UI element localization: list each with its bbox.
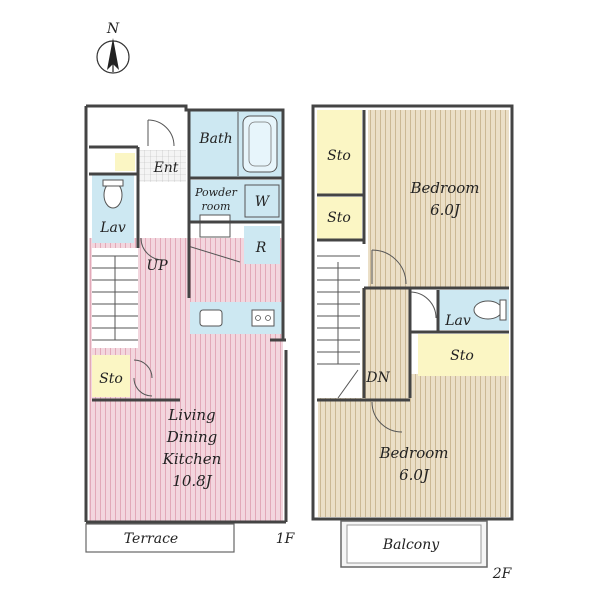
lav-1f-label: Lav — [99, 220, 126, 236]
ldk-label-line2: Dining — [166, 428, 218, 446]
entrance-tile — [138, 150, 186, 182]
first-floor-plan — [84, 104, 288, 553]
sink-icon — [199, 214, 231, 238]
bedroom-1-name-label: Bedroom — [410, 179, 480, 197]
storage-2f-1-label: Sto — [327, 148, 351, 164]
storage-2f-3 — [418, 334, 509, 376]
kitchen-sink-icon — [199, 309, 223, 327]
bathtub-icon — [242, 115, 278, 173]
ldk-label-line1: Living — [167, 406, 215, 424]
doors-2f — [371, 249, 437, 433]
bedroom-2-name-label: Bedroom — [379, 444, 449, 462]
storage-2f-3-label: Sto — [450, 348, 474, 364]
bedroom-1-floor — [368, 110, 509, 288]
walls-1f — [84, 104, 288, 524]
bedroom-2-floor — [318, 398, 509, 517]
stairs-down-label: DN — [365, 370, 390, 386]
stairs-1f — [92, 255, 138, 341]
terrace-label: Terrace — [124, 531, 178, 547]
refrigerator-area — [244, 226, 280, 264]
second-floor-plan — [311, 104, 514, 568]
balcony-label: Balcony — [382, 537, 440, 553]
stove-icon — [251, 309, 275, 327]
terrace-area — [85, 523, 235, 553]
ldk-label-line3: Kitchen — [162, 450, 222, 468]
ldk-size-label: 10.8J — [172, 472, 212, 490]
bedroom-2-size-label: 6.0J — [399, 466, 430, 484]
entrance-label: Ent — [153, 160, 179, 176]
washer-icon — [244, 184, 280, 218]
north-compass-icon — [96, 38, 130, 74]
floor-1f-label: 1F — [276, 531, 296, 547]
refrigerator-label: R — [255, 240, 267, 256]
stairs-2f — [317, 255, 360, 399]
storage-1f-label: Sto — [99, 371, 123, 387]
powder-room-label-line2: room — [202, 200, 231, 213]
walls-2f — [311, 104, 514, 521]
bath-label: Bath — [198, 131, 232, 147]
floor-2f-label: 2F — [492, 566, 513, 582]
bedroom-1-size-label: 6.0J — [430, 201, 461, 219]
doors-1f — [133, 119, 241, 397]
washer-label: W — [255, 194, 271, 210]
storage-2f-1 — [317, 110, 362, 194]
lav-2f-label: Lav — [444, 313, 471, 329]
storage-area — [92, 355, 130, 397]
storage-2f-2-label: Sto — [327, 210, 351, 226]
stairs-up-label: UP — [146, 258, 168, 274]
hall-floor — [362, 288, 410, 398]
compass-label: N — [106, 21, 120, 37]
toilet-2f-icon — [473, 300, 503, 320]
powder-room-label-line1: Powder — [194, 186, 238, 199]
storage-2f-2 — [317, 197, 362, 239]
